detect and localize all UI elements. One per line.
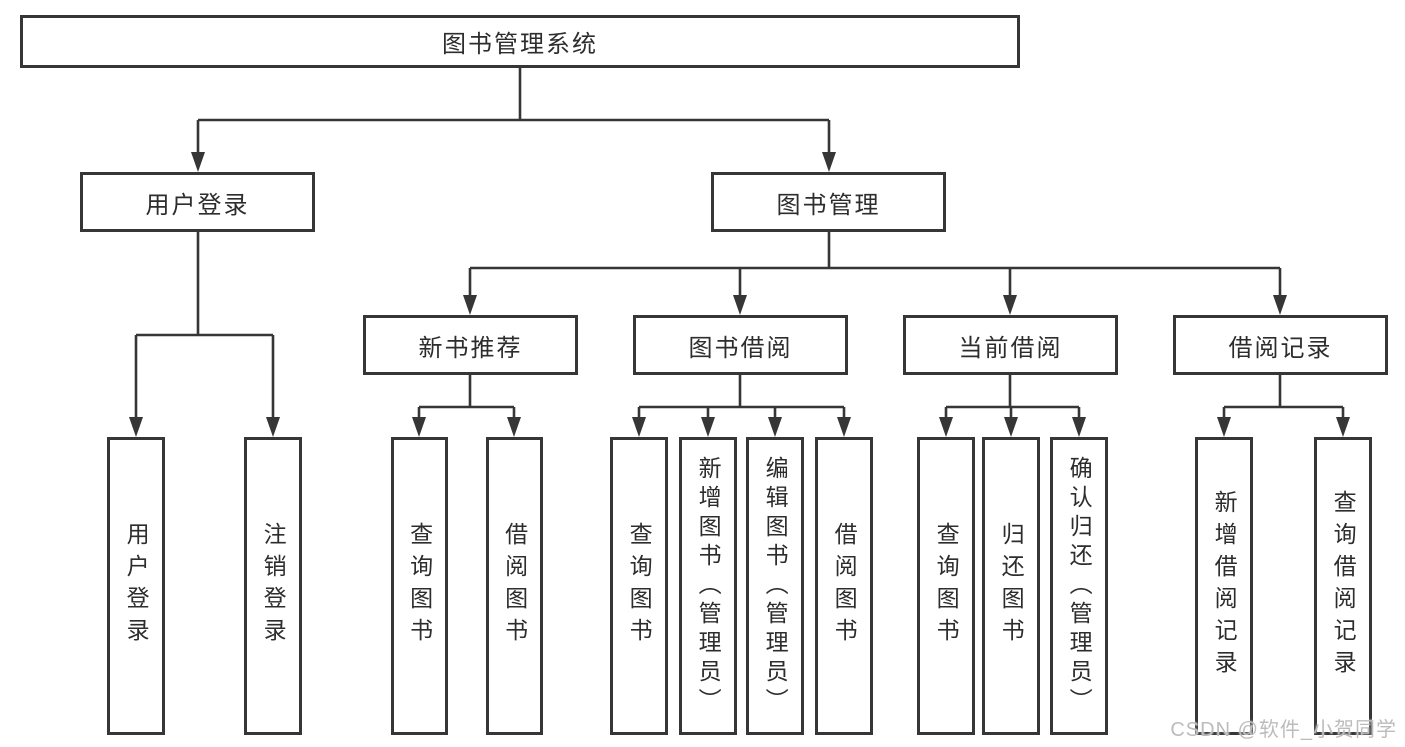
node-new-book-recommendation: 新书推荐 — [363, 315, 578, 375]
node-book-borrowing: 图书借阅 — [633, 315, 848, 375]
node-user-login-branch: 用户登录 — [80, 172, 315, 232]
leaf-query-books-recommend: 查询图书 — [391, 437, 448, 735]
leaf-return-books: 归还图书 — [982, 437, 1040, 735]
leaf-borrow-books-recommend: 借阅图书 — [486, 437, 543, 735]
leaf-query-books-current: 查询图书 — [917, 437, 975, 735]
leaf-query-borrow-record: 查询借阅记录 — [1314, 437, 1372, 735]
leaf-add-books-admin: 新增图书（管理员） — [679, 437, 737, 735]
leaf-user-login: 用户登录 — [107, 437, 165, 735]
csdn-watermark: CSDN @软件_小贺同学 — [1170, 719, 1397, 741]
node-library-management-system: 图书管理系统 — [20, 15, 1020, 68]
leaf-add-borrow-record: 新增借阅记录 — [1195, 437, 1253, 735]
leaf-edit-books-admin: 编辑图书（管理员） — [746, 437, 804, 735]
leaf-logout: 注销登录 — [244, 437, 302, 735]
leaf-query-books-borrowing: 查询图书 — [610, 437, 668, 735]
node-current-borrowing: 当前借阅 — [903, 315, 1118, 375]
leaf-confirm-return-admin: 确认归还（管理员） — [1050, 437, 1108, 735]
leaf-borrow-books: 借阅图书 — [815, 437, 873, 735]
node-borrowing-records: 借阅记录 — [1173, 315, 1388, 375]
node-book-management-branch: 图书管理 — [711, 172, 946, 232]
